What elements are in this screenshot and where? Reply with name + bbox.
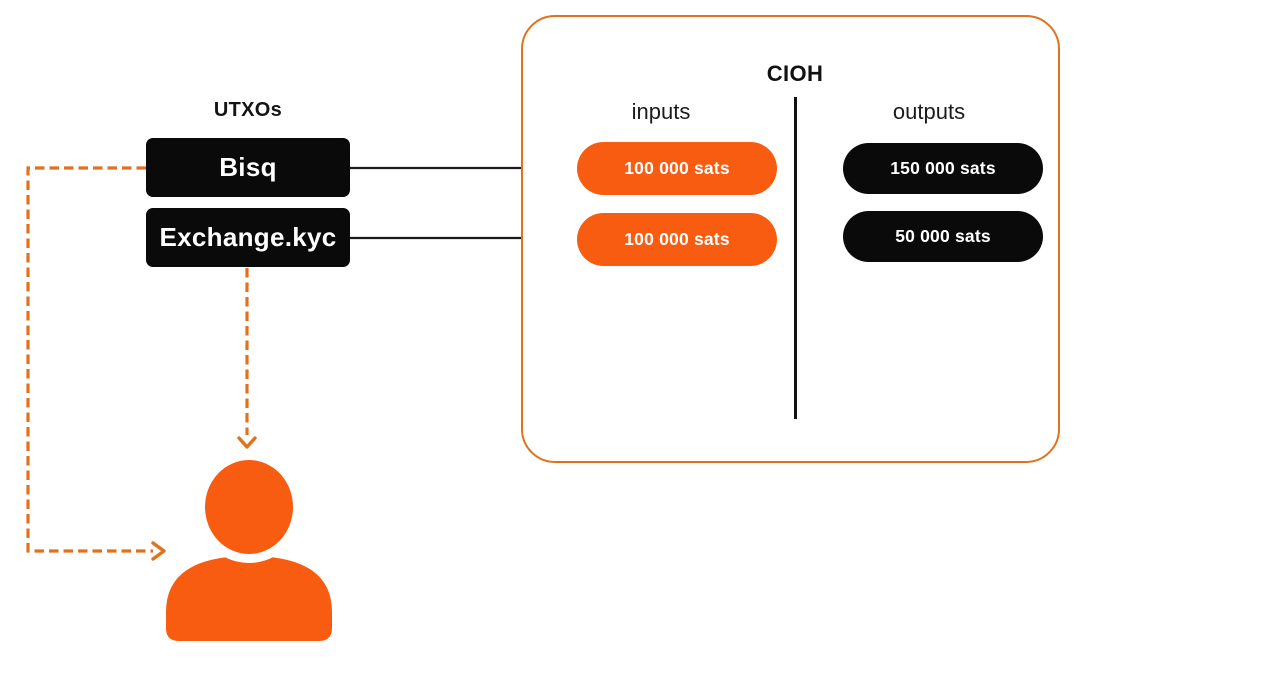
input-pill-2: 100 000 sats — [577, 213, 777, 266]
input-pill-1: 100 000 sats — [577, 142, 777, 195]
utxo-node-exchange-label: Exchange.kyc — [159, 222, 337, 252]
cioh-divider — [794, 97, 797, 419]
cioh-container: CIOH inputs outputs 100 000 sats 100 000… — [521, 15, 1060, 463]
utxo-node-bisq-label: Bisq — [219, 152, 277, 182]
person-icon — [166, 451, 332, 641]
cioh-title: CIOH — [766, 61, 824, 86]
utxo-node-bisq: Bisq — [146, 138, 350, 197]
dashed-path-bisq-to-person — [26, 166, 166, 561]
utxos-heading: UTXOs — [213, 99, 283, 121]
output-pill-1: 150 000 sats — [843, 143, 1043, 194]
output-pill-2: 50 000 sats — [843, 211, 1043, 262]
dashed-path-exchange-to-person — [237, 268, 257, 449]
outputs-heading: outputs — [892, 99, 966, 124]
inputs-heading: inputs — [631, 99, 691, 124]
utxo-node-exchange: Exchange.kyc — [146, 208, 350, 267]
